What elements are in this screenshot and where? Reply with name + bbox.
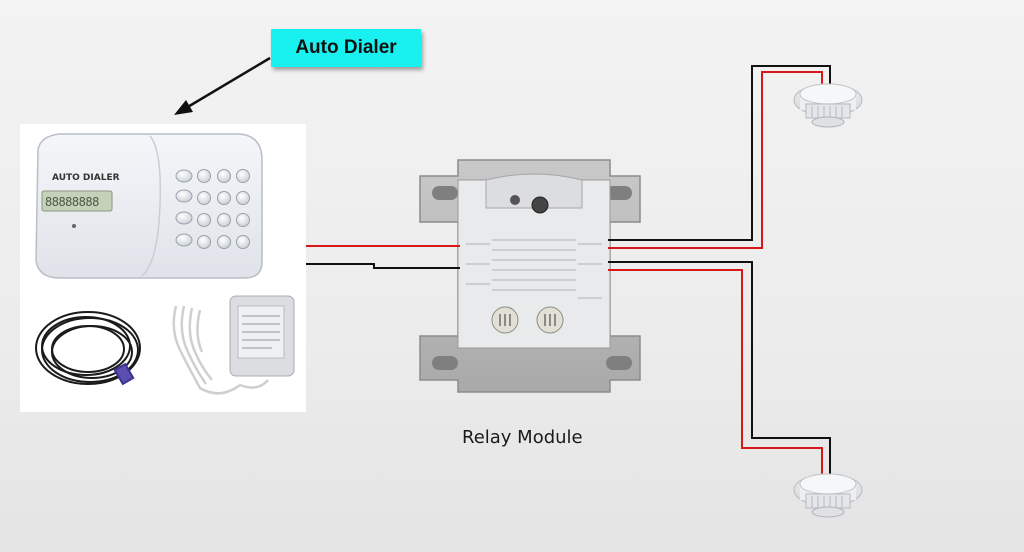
wires-dialer-to-module [306,245,460,269]
wires-module-to-detectors [608,65,831,476]
smoke-detector-bottom [793,473,863,518]
auto-dialer-device: AUTO DIALER 88888888 [35,133,263,279]
smoke-detector-top [793,83,863,128]
power-adapter [229,295,295,377]
device-brand-label: AUTO DIALER [52,173,120,183]
status-led [72,224,76,228]
phone-cable-coil [35,311,141,386]
auto-dialer-callout: Auto Dialer [271,29,421,67]
callout-arrow [174,56,271,115]
relay-module [419,159,641,393]
phone-cord [172,305,269,395]
lcd-text: 88888888 [45,195,99,209]
keypad [175,169,250,249]
relay-module-label: Relay Module [462,427,583,448]
lcd-display [41,190,113,212]
